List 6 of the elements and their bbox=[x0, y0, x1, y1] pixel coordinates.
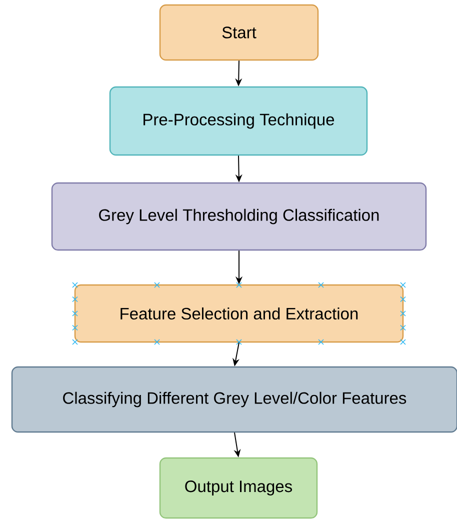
process-box: Grey Level Thresholding Classification bbox=[51, 182, 427, 251]
process-box: Output Images bbox=[159, 457, 318, 519]
process-box: Classifying Different Grey Level/Color Features bbox=[11, 366, 457, 433]
process-box: Start bbox=[159, 4, 319, 61]
process-box: Pre-Processing Technique bbox=[109, 86, 368, 156]
process-box: Feature Selection and Extraction bbox=[74, 284, 404, 343]
